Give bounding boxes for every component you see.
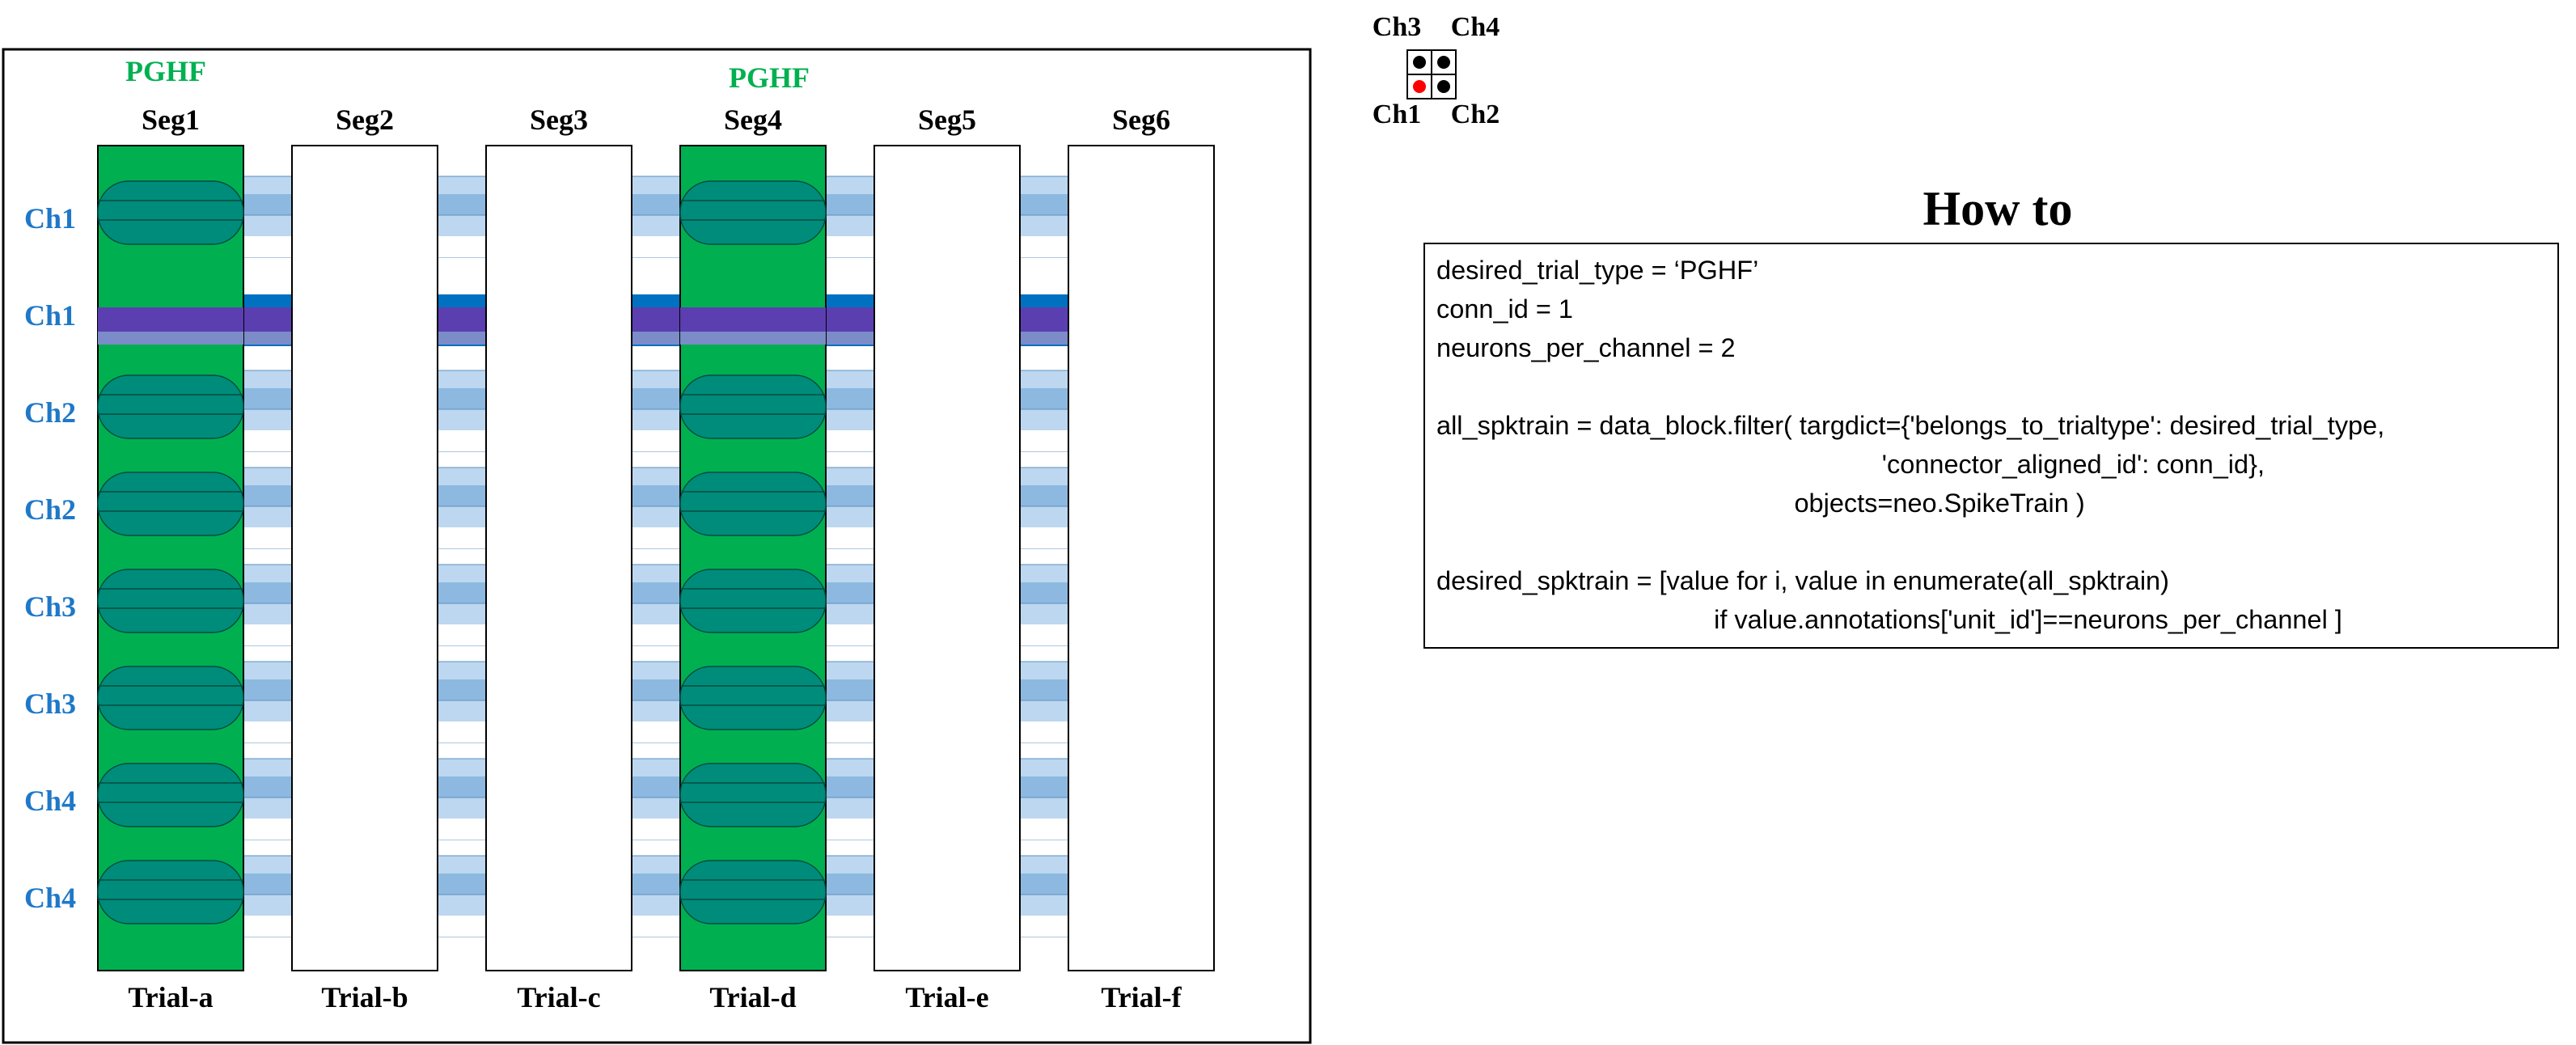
electrode-dot <box>1413 80 1426 93</box>
trial-type-label: PGHF <box>729 61 810 94</box>
segment-column <box>485 145 632 971</box>
segment-column <box>679 145 827 971</box>
segment-column <box>873 145 1021 971</box>
segment-label: Seg6 <box>1112 104 1170 136</box>
code-box: desired_trial_type = ‘PGHF’ conn_id = 1 … <box>1423 243 2559 649</box>
legend-label: Ch4 <box>1451 12 1499 42</box>
channel-label: Ch1 <box>24 299 76 332</box>
channel-label: Ch1 <box>24 202 76 235</box>
legend-label: Ch2 <box>1451 99 1499 129</box>
electrode-dot <box>1437 80 1450 93</box>
howto-title: How to <box>1922 182 2073 235</box>
channel-label: Ch2 <box>24 493 76 526</box>
segment-column <box>97 145 244 971</box>
trial-label: Trial-a <box>128 981 213 1013</box>
diagram-labels: Ch1Ch1Ch2Ch2Ch3Ch3Ch4Ch4Seg1Trial-aPGHFS… <box>24 55 1182 1013</box>
segment-label: Seg3 <box>530 104 588 136</box>
channel-label: Ch4 <box>24 882 76 914</box>
channel-label: Ch3 <box>24 688 76 720</box>
segment-label: Seg1 <box>142 104 200 136</box>
trial-label: Trial-b <box>321 981 408 1013</box>
segment-label: Seg2 <box>336 104 394 136</box>
electrode-dot <box>1437 56 1450 69</box>
segment-label: Seg4 <box>724 104 782 136</box>
channel-label: Ch2 <box>24 396 76 429</box>
channel-label: Ch4 <box>24 785 76 817</box>
segment-columns <box>97 145 1215 971</box>
trial-label: Trial-e <box>905 981 988 1013</box>
electrode-dot <box>1413 56 1426 69</box>
code-snippet: desired_trial_type = ‘PGHF’ conn_id = 1 … <box>1436 256 2385 634</box>
channel-label: Ch3 <box>24 590 76 623</box>
legend-label: Ch3 <box>1373 12 1421 42</box>
trial-label: Trial-d <box>709 981 796 1013</box>
legend-label: Ch1 <box>1373 99 1421 129</box>
trial-label: Trial-c <box>517 981 600 1013</box>
trial-segment-diagram: Ch1Ch1Ch2Ch2Ch3Ch3Ch4Ch4Seg1Trial-aPGHFS… <box>2 12 1499 1044</box>
segment-label: Seg5 <box>918 104 976 136</box>
segment-column <box>1068 145 1215 971</box>
trial-type-label: PGHF <box>125 55 206 87</box>
trial-label: Trial-f <box>1101 981 1182 1013</box>
segment-column <box>291 145 438 971</box>
